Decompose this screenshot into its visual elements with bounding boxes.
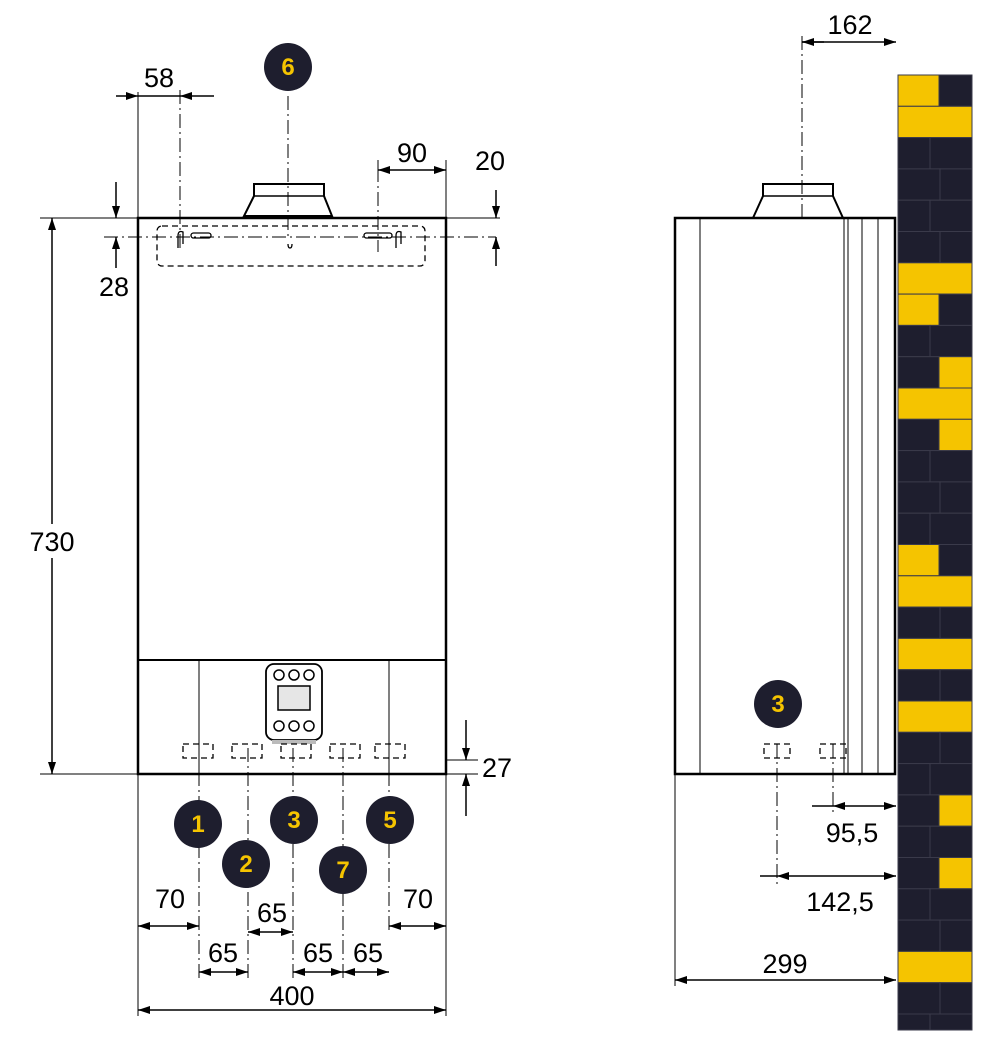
dim-top-right-offset: 90 — [397, 138, 427, 168]
side-flue-outlet — [751, 183, 845, 219]
dim-spacing-2-3: 65 — [257, 898, 287, 928]
dim-top-left-vertical: 28 — [99, 272, 129, 302]
dim-spacing-3-7: 65 — [303, 938, 333, 968]
dim-height: 730 — [29, 527, 74, 557]
svg-text:6: 6 — [281, 54, 294, 81]
side-view: 162 95,5 142,5 299 3 — [673, 10, 973, 1031]
dim-top-right-vertical: 20 — [475, 146, 505, 176]
dim-spacing-1-2: 65 — [208, 938, 238, 968]
badge-connection-2: 2 — [222, 840, 270, 888]
svg-text:3: 3 — [287, 807, 300, 834]
dim-side-connection-2: 142,5 — [806, 887, 874, 917]
svg-text:1: 1 — [191, 811, 204, 838]
svg-text:7: 7 — [336, 857, 349, 884]
front-connection-stubs — [182, 743, 406, 759]
dim-width: 400 — [269, 981, 314, 1011]
svg-text:5: 5 — [383, 807, 396, 834]
front-mounting-bracket — [156, 225, 426, 267]
dim-right-margin: 70 — [403, 884, 433, 914]
dim-top-left-offset: 58 — [144, 63, 174, 93]
dim-side-connection-1: 95,5 — [826, 818, 879, 848]
badge-flue-6: 6 — [264, 43, 312, 91]
svg-text:3: 3 — [771, 691, 784, 718]
dim-side-depth: 299 — [762, 949, 807, 979]
badge-connection-7: 7 — [319, 846, 367, 894]
front-view: 58 90 20 28 730 27 70 70 65 65 — [20, 43, 512, 1016]
badge-connection-1: 1 — [174, 800, 222, 848]
dim-side-flue-offset: 162 — [827, 10, 872, 40]
svg-text:2: 2 — [239, 851, 252, 878]
badge-side-connection-3: 3 — [754, 680, 802, 728]
front-control-panel — [265, 663, 323, 744]
brick-wall — [897, 74, 973, 1031]
badge-connection-3: 3 — [270, 796, 318, 844]
badge-connection-5: 5 — [366, 796, 414, 844]
dim-bottom-vertical: 27 — [482, 753, 512, 783]
dim-spacing-7-5: 65 — [353, 938, 383, 968]
dim-left-margin: 70 — [155, 884, 185, 914]
